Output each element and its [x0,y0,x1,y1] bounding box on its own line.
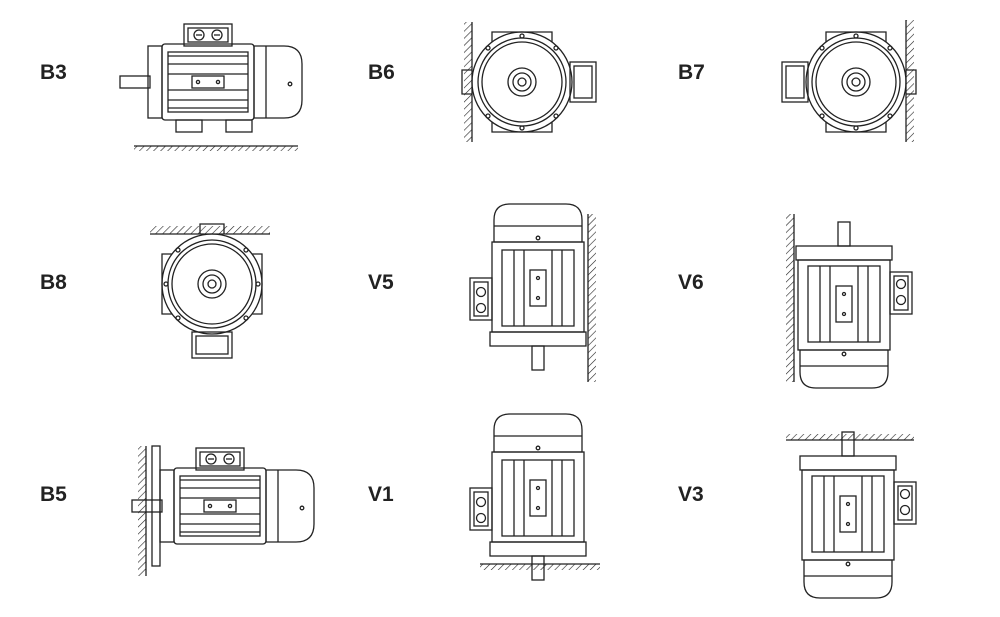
label-b3: B3 [40,61,67,84]
motor-v6 [786,214,913,389]
label-b6: B6 [368,61,395,84]
label-v5: V5 [368,271,394,294]
motor-b7 [781,20,917,142]
motor-b5 [131,445,315,576]
motor-b3 [119,23,303,151]
label-v3: V3 [678,483,704,506]
label-v6: V6 [678,271,704,294]
label-b7: B7 [678,61,705,84]
motor-b8 [150,223,270,359]
label-v1: V1 [368,483,394,506]
label-b5: B5 [40,483,67,506]
motor-b6 [461,22,597,142]
motor-v5 [469,203,596,382]
label-b8: B8 [40,271,67,294]
motor-v3 [786,431,917,599]
motor-v1 [469,413,600,581]
